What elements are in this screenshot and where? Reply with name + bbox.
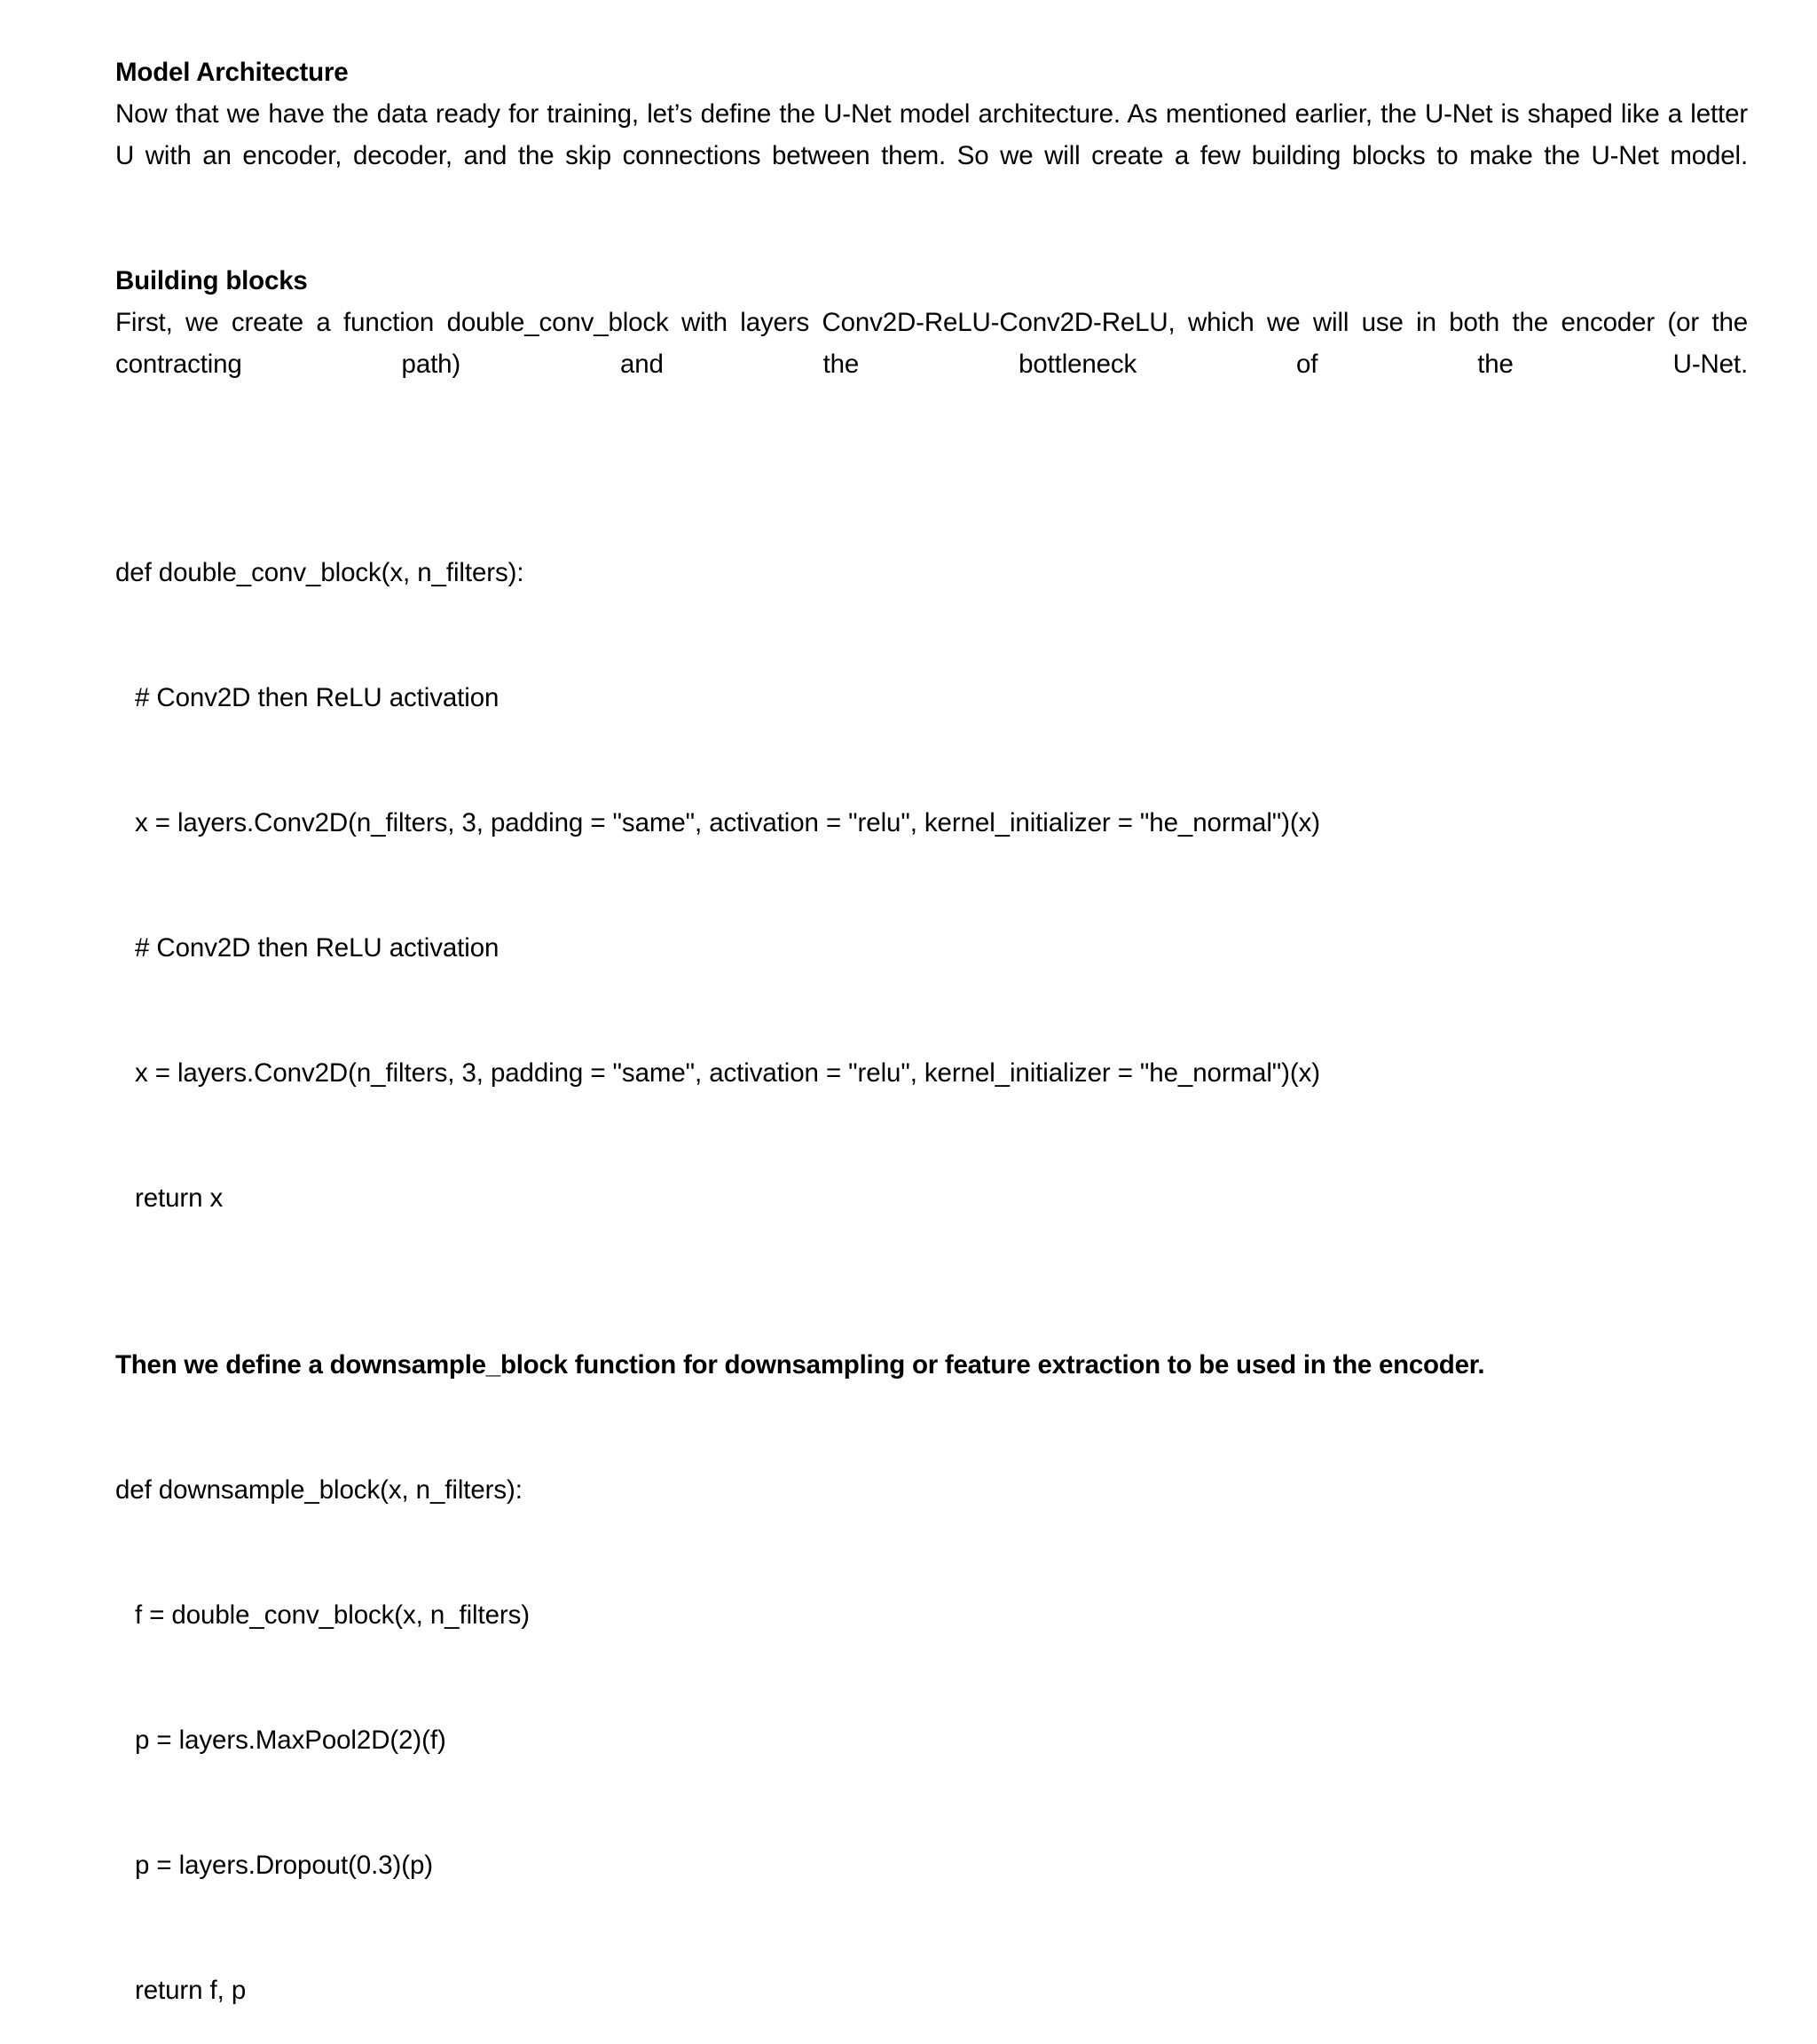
section-spacer-1 bbox=[115, 218, 1748, 260]
code-line: def downsample_block(x, n_filters): bbox=[115, 1475, 523, 1505]
code-line: p = layers.MaxPool2D(2)(f) bbox=[135, 1726, 446, 1755]
document-page: Model Architecture Now that we have the … bbox=[115, 58, 1748, 2005]
paragraph-building-blocks: First, we create a function double_conv_… bbox=[115, 308, 1748, 379]
code-line: # Conv2D then ReLU activation bbox=[135, 933, 499, 963]
paragraph-model-architecture: Now that we have the data ready for trai… bbox=[115, 99, 1748, 170]
section-heading-building-blocks: Building blocks bbox=[115, 266, 308, 295]
section-spacer-3 bbox=[115, 1302, 1748, 1344]
code-line: p = layers.Dropout(0.3)(p) bbox=[135, 1851, 433, 1880]
code-line: def double_conv_block(x, n_filters): bbox=[115, 558, 524, 587]
code-line: f = double_conv_block(x, n_filters) bbox=[135, 1600, 530, 1630]
code-block-double-conv-block: def double_conv_block(x, n_filters): # C… bbox=[115, 468, 1748, 1302]
document-body: Model Architecture Now that we have the … bbox=[115, 51, 1748, 2044]
paragraph-downsample-block-lead-in: Then we define a downsample_block functi… bbox=[115, 1350, 1485, 1380]
code-line: # Conv2D then ReLU activation bbox=[135, 683, 499, 712]
code-line: return f, p bbox=[135, 1976, 247, 2005]
section-spacer-2 bbox=[115, 427, 1748, 468]
code-line: x = layers.Conv2D(n_filters, 3, padding … bbox=[135, 1058, 1320, 1088]
code-block-downsample-block: def downsample_block(x, n_filters): f = … bbox=[115, 1386, 1748, 2044]
code-line: x = layers.Conv2D(n_filters, 3, padding … bbox=[135, 808, 1320, 837]
section-heading-model-architecture: Model Architecture bbox=[115, 58, 349, 87]
code-line: return x bbox=[135, 1183, 224, 1213]
